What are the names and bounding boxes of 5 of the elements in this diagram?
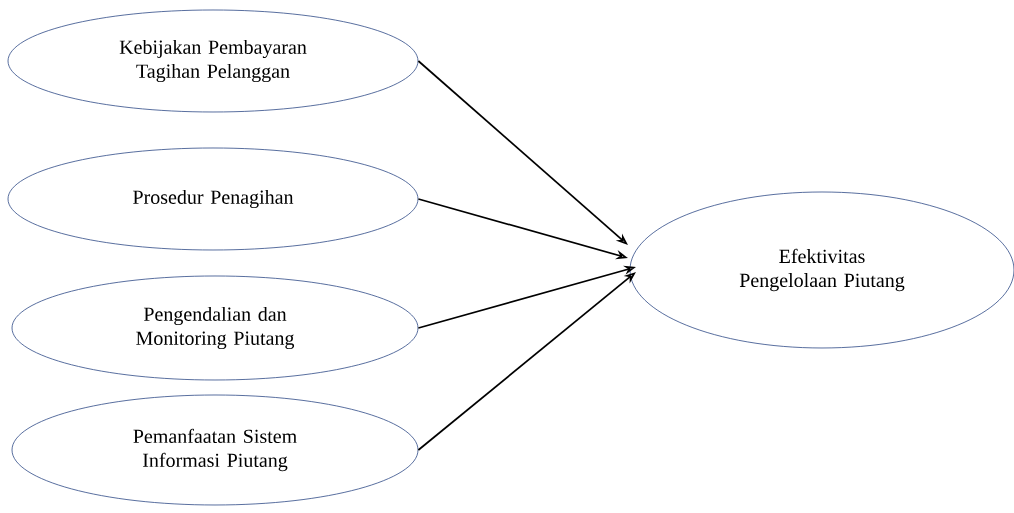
arrow	[417, 60, 628, 245]
ellipse-node: Pengendalian dan Monitoring Piutang	[11, 275, 419, 381]
ellipse-node: Pemanfaatan Sistem Informasi Piutang	[11, 394, 419, 506]
ellipse-node: Prosedur Penagihan	[7, 147, 419, 251]
ellipse-node: Kebijakan Pembayaran Tagihan Pelanggan	[7, 9, 419, 113]
